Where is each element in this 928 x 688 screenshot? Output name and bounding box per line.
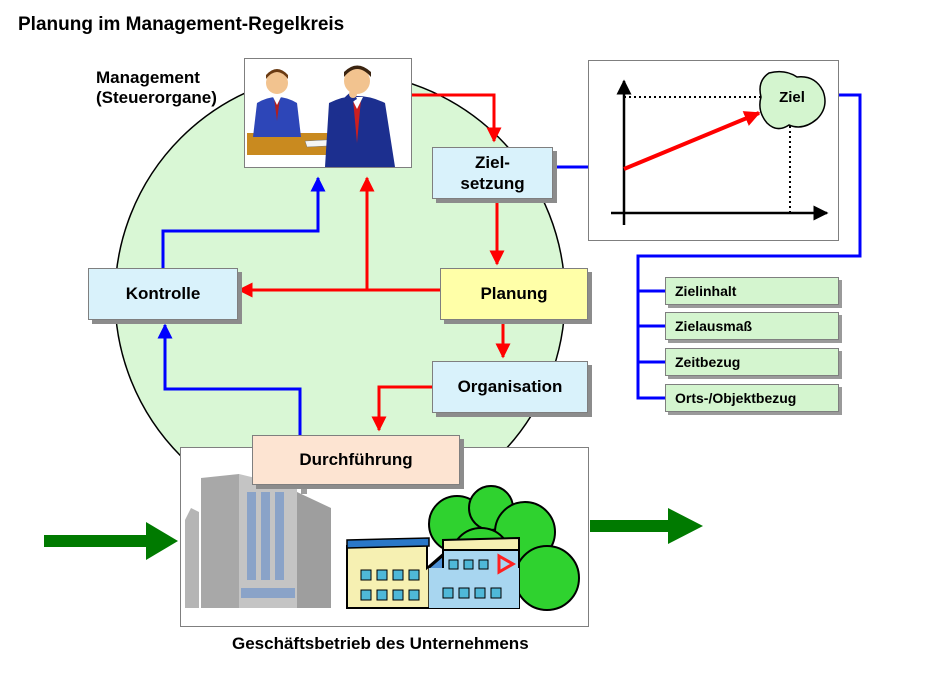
attribute-label: Orts-/Objektbezug [675,390,797,406]
businessmen-icon [245,65,411,167]
planning-flow-arrows [237,93,511,432]
control-flow-arrows [157,93,862,435]
durchfuehrung-box: Durchführung [252,435,460,485]
attribute-zielinhalt: Zielinhalt [665,277,839,305]
zielsetzung-line2: setzung [460,174,525,193]
planung-box: Planung [440,268,588,320]
attribute-zielausmass: Zielausmaß [665,312,839,340]
business-caption: Geschäftsbetrieb des Unternehmens [232,634,529,653]
output-arrow [590,508,703,544]
management-label-line2: (Steuerorgane) [96,88,217,107]
input-arrow [44,522,178,560]
ziel-label: Ziel [779,89,805,106]
management-picture [244,58,412,168]
attribute-label: Zeitbezug [675,354,741,370]
page-title: Planung im Management-Regelkreis [18,14,345,35]
kontrolle-label: Kontrolle [125,284,201,303]
management-label-line1: Management [96,68,200,87]
trend-arrow [623,111,761,171]
durchfuehrung-label: Durchführung [299,450,413,469]
attribute-zeitbezug: Zeitbezug [665,348,839,376]
factory-building-icon [185,474,580,611]
attribute-orts-objektbezug: Orts-/Objektbezug [665,384,839,412]
attribute-label: Zielausmaß [675,318,753,334]
planung-label: Planung [480,284,548,303]
organisation-box: Organisation [432,361,588,413]
goal-chart-panel: Ziel [588,60,839,241]
attribute-label: Zielinhalt [675,283,737,299]
organisation-label: Organisation [457,377,563,396]
ziel-blob [759,70,826,130]
kontrolle-box: Kontrolle [88,268,238,320]
zielsetzung-line1: Ziel- [475,153,510,172]
zielsetzung-box: Ziel- setzung [432,147,553,199]
management-label: Management (Steuerorgane) [96,68,217,108]
goal-chart-graphic [611,70,829,225]
